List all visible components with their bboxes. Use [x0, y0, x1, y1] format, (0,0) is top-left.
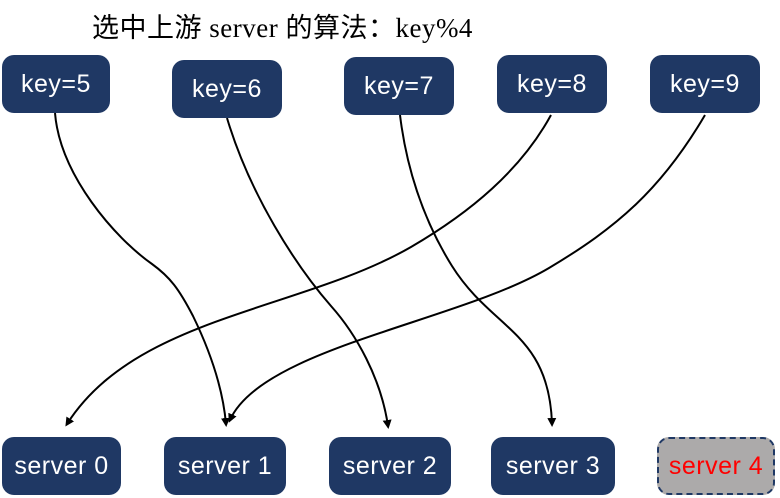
server-node-4-inactive: server 4 [657, 437, 775, 495]
key-node-9-label: key=9 [670, 69, 740, 98]
key-node-9: key=9 [650, 55, 760, 113]
key-node-8-label: key=8 [517, 69, 587, 98]
key-node-5-label: key=5 [21, 69, 91, 98]
diagram-title: 选中上游 server 的算法：key%4 [92, 13, 473, 43]
server-node-2: server 2 [329, 437, 451, 495]
key-node-6-label: key=6 [192, 74, 262, 103]
server-node-3: server 3 [491, 437, 615, 495]
edge-key5-to-server1 [54, 112, 230, 427]
server-node-1: server 1 [164, 437, 286, 495]
key-node-5: key=5 [2, 55, 110, 113]
server-node-1-label: server 1 [177, 451, 273, 480]
key-node-7-label: key=7 [364, 71, 434, 100]
edge-key6-to-server2 [226, 117, 392, 429]
server-node-4-label: server 4 [668, 451, 764, 480]
edge-key8-to-server0 [65, 114, 552, 427]
server-node-2-label: server 2 [342, 451, 438, 480]
key-node-7: key=7 [344, 57, 454, 115]
server-node-0-label: server 0 [14, 451, 109, 480]
key-node-6: key=6 [172, 60, 282, 118]
edge-key7-to-server3 [399, 114, 557, 427]
edge-key9-to-server1 [228, 114, 706, 423]
key-node-8: key=8 [497, 55, 607, 113]
server-node-0: server 0 [2, 437, 121, 495]
server-node-3-label: server 3 [505, 451, 601, 480]
